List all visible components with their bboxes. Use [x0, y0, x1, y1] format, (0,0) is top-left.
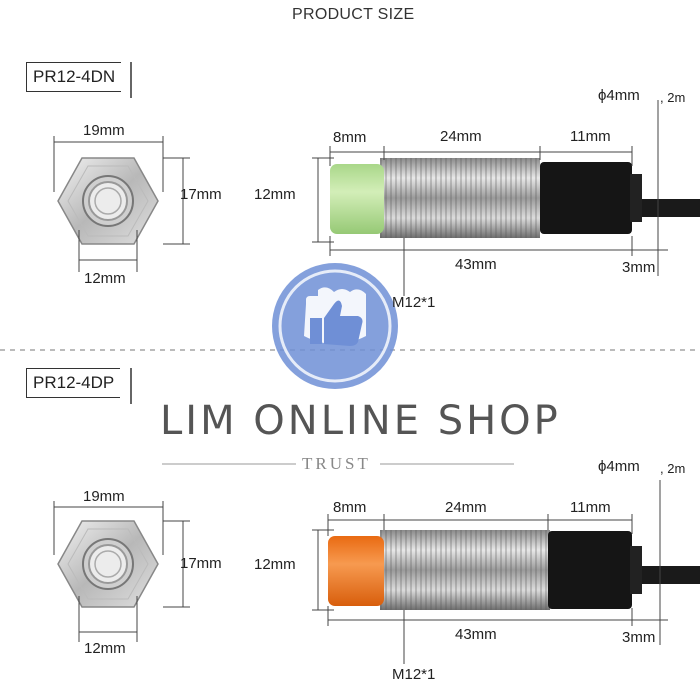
sensor-body-len-top: 24mm — [440, 128, 482, 145]
sensor-diameter-bottom: 12mm — [254, 556, 296, 573]
sensor-total-len-bottom: 43mm — [455, 626, 497, 643]
sensor-bottom — [328, 530, 700, 610]
nut-height-bottom: 17mm — [180, 555, 222, 572]
nut-width-top: 19mm — [83, 122, 125, 139]
model-label-bottom: PR12-4DP — [26, 368, 121, 398]
sensor-top-dimlines — [312, 100, 668, 296]
cable-length-top: , 2m — [660, 90, 686, 105]
trust-watermark: TRUST — [302, 454, 371, 473]
cable-diameter-bottom: ϕ4mm — [598, 458, 640, 475]
sensor-total-len-top: 43mm — [455, 256, 497, 273]
shop-watermark: LIM ONLINE SHOP — [160, 398, 561, 444]
nut-inner-bottom: 12mm — [84, 640, 126, 657]
sensor-bottom-dimlines — [312, 480, 668, 664]
model-label-top: PR12-4DN — [26, 62, 122, 92]
thumbs-up-icon — [272, 263, 398, 389]
cable-diameter-top: ϕ4mm — [598, 87, 640, 104]
cable-length-bottom: , 2m — [660, 461, 686, 476]
nut-width-bottom: 19mm — [83, 488, 125, 505]
thread-spec-bottom: M12*1 — [392, 666, 436, 683]
nut-top-dimlines — [53, 136, 190, 272]
sensor-top — [330, 158, 700, 238]
thread-spec-top: M12*1 — [392, 294, 436, 311]
nut-inner-top: 12mm — [84, 270, 126, 287]
hex-nut-bottom — [57, 520, 159, 608]
sensor-body-len-bottom: 24mm — [445, 499, 487, 516]
sensor-head-len-top: 8mm — [333, 129, 367, 146]
page-title: PRODUCT SIZE — [292, 6, 415, 23]
sensor-head-len-bottom: 8mm — [333, 499, 367, 516]
cable-end-top: 3mm — [622, 259, 656, 276]
nut-bottom-dimlines — [53, 501, 190, 642]
sensor-diameter-top: 12mm — [254, 186, 296, 203]
sensor-tail-len-top: 11mm — [570, 128, 611, 145]
cable-end-bottom: 3mm — [622, 629, 656, 646]
nut-height-top: 17mm — [180, 186, 222, 203]
sensor-tail-len-bottom: 11mm — [570, 499, 611, 516]
hex-nut-top — [57, 157, 159, 245]
